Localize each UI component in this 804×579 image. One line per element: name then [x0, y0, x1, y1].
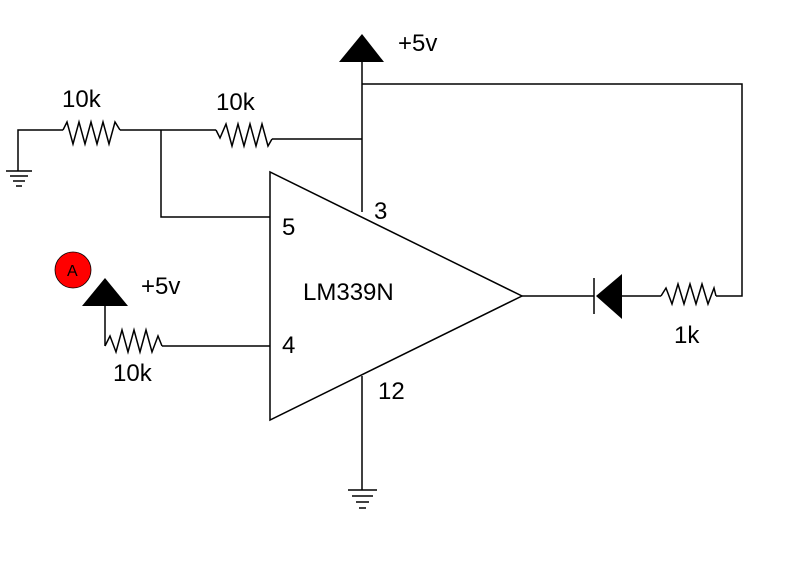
- resistor-icon: [215, 121, 273, 149]
- resistor-icon: [104, 327, 163, 355]
- resistor-top-divider: 10k: [215, 89, 362, 149]
- comparator-triangle: [269, 170, 524, 422]
- probe-a-marker[interactable]: [54, 251, 92, 289]
- probe-a-label: A: [67, 263, 78, 280]
- probe-a[interactable]: A: [54, 251, 92, 289]
- supply-left: +5v: [82, 273, 180, 346]
- supply-left-arrow-icon: [82, 278, 128, 306]
- resistor-led: 1k: [660, 281, 717, 349]
- resistor-input: 10k: [104, 327, 270, 387]
- ground-bottom-icon: [348, 489, 377, 509]
- pin5-wire: [160, 130, 270, 218]
- resistor-ground-divider: 10k: [62, 86, 121, 147]
- supply-top: +5v: [339, 30, 437, 212]
- supply-top-label: +5v: [398, 30, 437, 57]
- feedback-wire: [362, 83, 743, 297]
- comparator-part-label: LM339N: [303, 279, 394, 306]
- resistor-top-divider-label: 10k: [216, 89, 256, 116]
- pin-vcc-label: 3: [374, 198, 387, 225]
- ground-left: [6, 129, 63, 187]
- resistor-input-label: 10k: [113, 360, 153, 387]
- resistor-ground-divider-label: 10k: [62, 86, 102, 113]
- resistor-icon: [62, 119, 121, 147]
- diode-triangle-icon: [596, 274, 622, 319]
- comparator: LM339N 5 4 3 12: [269, 170, 524, 422]
- pin-gnd-label: 12: [378, 378, 405, 405]
- ground-bottom: [348, 376, 377, 509]
- led-diode: [593, 274, 661, 319]
- ground-left-icon: [6, 165, 32, 187]
- supply-left-label: +5v: [141, 273, 180, 300]
- pin-plus-label: 5: [282, 214, 295, 241]
- pin-minus-label: 4: [282, 332, 295, 359]
- resistor-led-label: 1k: [674, 322, 700, 349]
- supply-top-arrow-icon: [339, 34, 384, 62]
- resistor-icon: [660, 281, 717, 307]
